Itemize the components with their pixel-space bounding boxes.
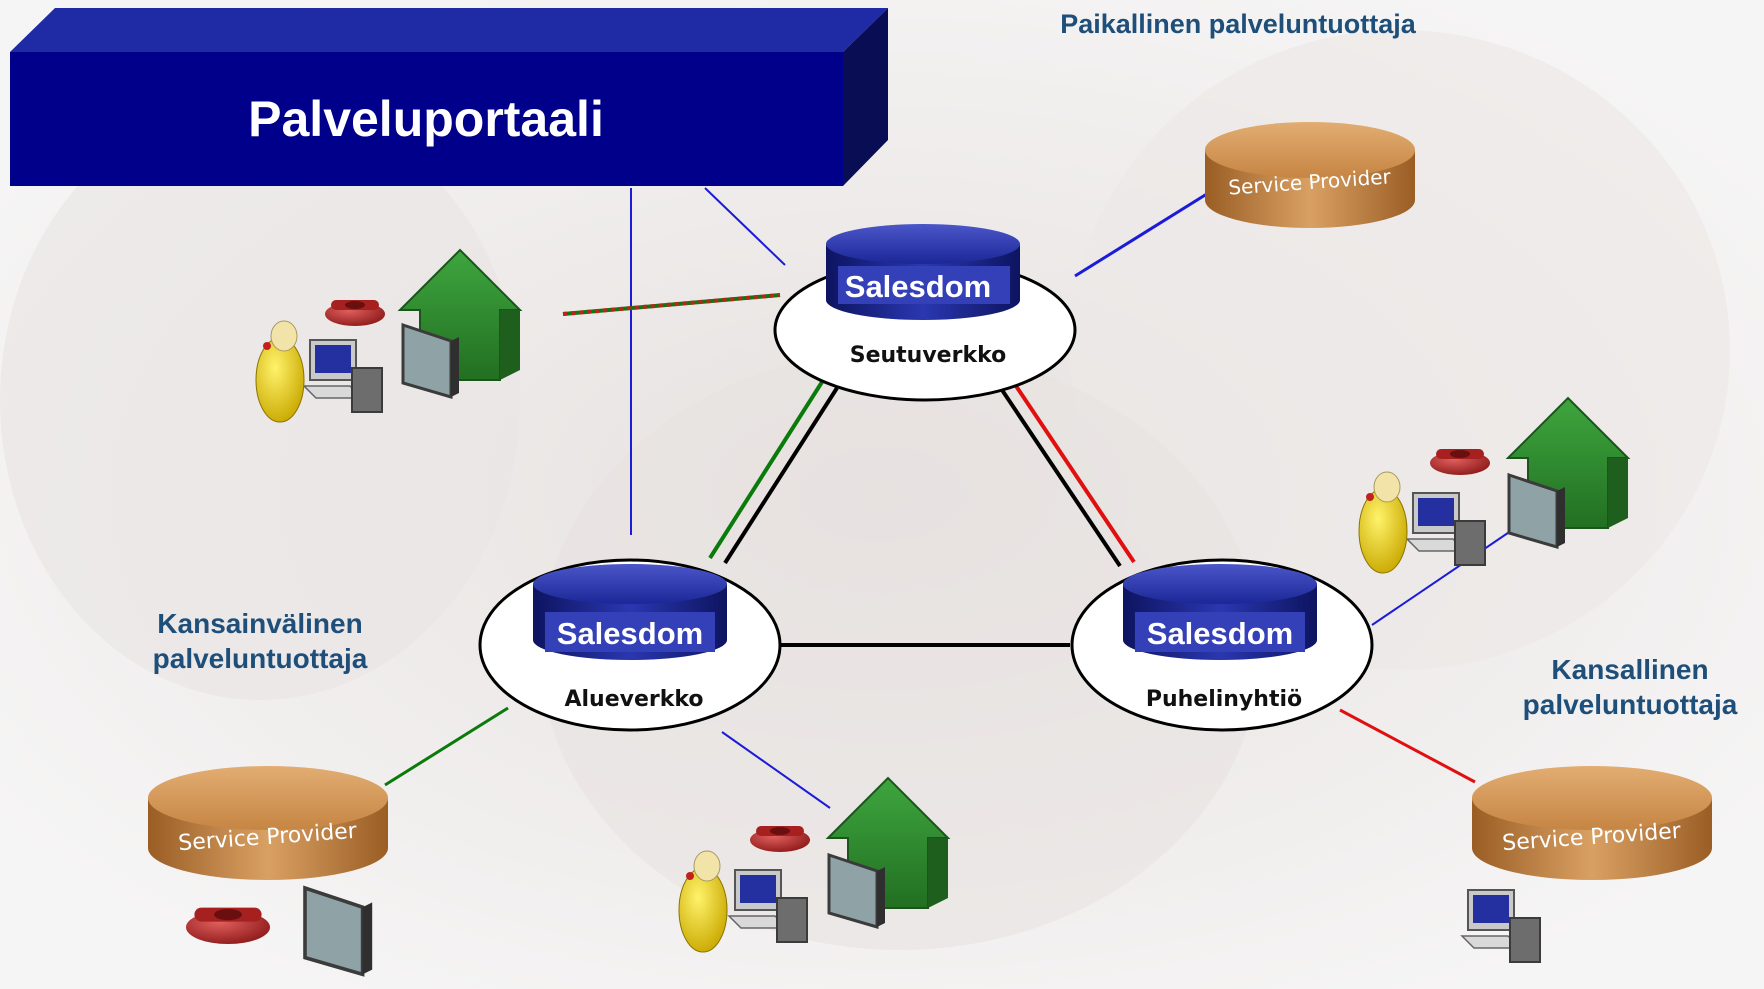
black-triangle-link-left [723,386,839,565]
alueverkko-to-provider-link [384,706,509,787]
alueverkko-to-home-link [721,731,831,809]
portal-box[interactable]: Palveluportaali [10,8,888,186]
node-alueverkko[interactable]: Salesdom Alueverkko [478,558,782,732]
service-provider-top[interactable]: Service Provider [1205,122,1415,228]
green-triangle-link [708,380,824,560]
node-db-label: Salesdom [557,616,703,651]
node-db-label: Salesdom [1147,616,1293,651]
telephone-icon [750,826,810,852]
node-name: Alueverkko [564,687,703,712]
home-to-seutuverkko-link [562,293,781,316]
service-provider-bottom-left[interactable]: Service Provider [148,766,388,880]
node-puhelinyhtio[interactable]: Salesdom Puhelinyhtiö [1070,558,1374,732]
puhelinyhtio-to-home-link [1371,517,1531,626]
node-name: Seutuverkko [850,343,1007,368]
telephone-icon [1430,449,1490,475]
portal-title: Palveluportaali [248,91,604,147]
node-db-label: Salesdom [845,269,991,304]
national-provider-label: Kansallinen palveluntuottaja [1522,654,1738,720]
black-triangle-link-right [996,382,1122,568]
puhelinyhtio-to-provider-link [1339,708,1476,784]
service-provider-bottom-right[interactable]: Service Provider [1472,766,1712,880]
telephone-icon [325,300,385,326]
local-provider-label: Paikallinen palveluntuottaja [1060,9,1417,39]
portal-to-seutuverkko-link [704,187,786,266]
seutuverkko-to-provider-link [1074,185,1219,278]
red-triangle-link [1010,378,1136,564]
node-seutuverkko[interactable]: Salesdom Seutuverkko [773,224,1077,402]
node-name: Puhelinyhtiö [1146,687,1302,712]
international-provider-label: Kansainvälinen palveluntuottaja [152,608,368,674]
telephone-icon [186,907,270,944]
network-links [384,185,1531,809]
